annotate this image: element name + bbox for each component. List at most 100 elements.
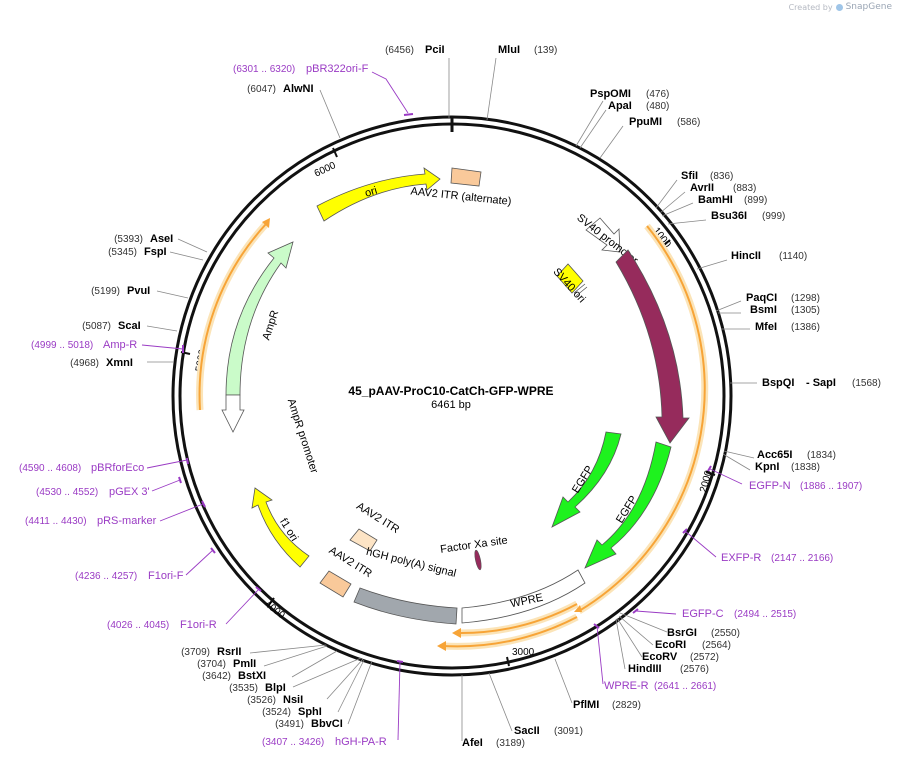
primer-prs-marker[interactable]: (4411 .. 4430) pRS-marker bbox=[25, 515, 157, 527]
site-xmni[interactable]: (4968)XmnI bbox=[70, 357, 133, 369]
site-name: PmlI bbox=[233, 658, 256, 670]
site-sacii[interactable]: SacII(3091) bbox=[514, 725, 583, 737]
primer-f1ori-f[interactable]: (4236 .. 4257)F1ori-F bbox=[75, 570, 184, 582]
primer-f1ori-r[interactable]: (4026 .. 4045)F1ori-R bbox=[107, 619, 217, 631]
site-pos: (2572) bbox=[690, 652, 719, 663]
site-pos: (2550) bbox=[711, 628, 740, 639]
site-pcii[interactable]: (6456)PciI bbox=[385, 44, 444, 56]
site-pos: (5393) bbox=[114, 234, 143, 245]
snapgene-credit: Created by SnapGene bbox=[789, 2, 892, 12]
primer-range: (2641 .. 2661) bbox=[654, 681, 716, 692]
primer-name: pGEX 3' bbox=[109, 486, 150, 498]
site-name: FspI bbox=[144, 246, 167, 258]
primer-range: (4411 .. 4430) bbox=[25, 516, 87, 527]
site-hindiii[interactable]: HindIII(2576) bbox=[628, 663, 709, 675]
primer-pgex-3[interactable]: (4530 .. 4552)pGEX 3' bbox=[36, 486, 150, 498]
site-name: Bsu36I bbox=[711, 210, 747, 222]
site-name: PaqCI bbox=[746, 292, 777, 304]
site-pos: (1834) bbox=[807, 450, 836, 461]
site-pos: (1140) bbox=[779, 251, 807, 262]
primer-amp-r[interactable]: (4999 .. 5018)Amp-R bbox=[31, 339, 137, 351]
site-name: BbvCI bbox=[311, 718, 343, 730]
feature-aav2-itr-inner: AAV2 ITR bbox=[349, 500, 401, 552]
site-name: EcoRI bbox=[655, 639, 686, 651]
site-name: BlpI bbox=[265, 682, 286, 694]
site-fspi[interactable]: (5345) FspI bbox=[108, 246, 167, 258]
site-sfii[interactable]: SfiI(836) bbox=[681, 170, 733, 182]
site-pos: (3189) bbox=[496, 738, 525, 749]
site-bspqi[interactable]: BspQI- SapI(1568) bbox=[762, 377, 881, 389]
site-bsrgi[interactable]: BsrGI(2550) bbox=[667, 627, 740, 639]
site-pos: (3524) bbox=[262, 707, 291, 718]
orf-right bbox=[574, 223, 709, 614]
site-name: NsiI bbox=[283, 694, 303, 706]
feature-factor-xa-site: Factor Xa site bbox=[440, 534, 508, 571]
tick-label: 3000 bbox=[512, 647, 535, 658]
site-acc65i[interactable]: Acc65I(1834) bbox=[757, 449, 836, 461]
site-bamhi[interactable]: BamHI(899) bbox=[698, 194, 767, 206]
site-rsrii[interactable]: (3709)RsrII bbox=[181, 646, 241, 658]
site-pos: (5345) bbox=[108, 247, 137, 258]
site-sphi[interactable]: (3524)SphI bbox=[262, 706, 322, 718]
primer-name: F1ori-R bbox=[180, 619, 217, 631]
site-name: MluI bbox=[498, 44, 520, 56]
feature-ampr-promoter: AmpR promoter bbox=[221, 394, 320, 475]
site-pmli[interactable]: (3704)PmlI bbox=[197, 658, 256, 670]
site-name: ApaI bbox=[608, 100, 632, 112]
primer-wpre-r[interactable]: WPRE-R (2641 .. 2661) bbox=[604, 680, 716, 692]
site-bsmi[interactable]: BsmI(1305) bbox=[750, 304, 820, 316]
primer-name: WPRE-R bbox=[604, 680, 649, 692]
site-ecori[interactable]: EcoRI(2564) bbox=[655, 639, 731, 651]
site-ecorv[interactable]: EcoRV (2572) bbox=[642, 651, 719, 663]
site-pos: (3642) bbox=[202, 671, 231, 682]
tick-label: 2000 bbox=[698, 469, 714, 494]
site-mlui[interactable]: MluI(139) bbox=[498, 44, 557, 56]
site-asei[interactable]: (5393) AseI bbox=[114, 233, 173, 245]
site-hincii[interactable]: HincII(1140) bbox=[731, 250, 807, 262]
site-kpni[interactable]: KpnI(1838) bbox=[755, 461, 820, 473]
site-avrii[interactable]: AvrII(883) bbox=[690, 182, 756, 194]
site-pflmi[interactable]: PflMI(2829) bbox=[573, 699, 641, 711]
site-pos: (5087) bbox=[82, 321, 111, 332]
primer-exfp-r[interactable]: EXFP-R(2147 .. 2166) bbox=[721, 552, 833, 564]
site-ppumi[interactable]: PpuMI(586) bbox=[629, 116, 700, 128]
primer-name: Amp-R bbox=[103, 339, 137, 351]
site-bstxi[interactable]: (3642)BstXI bbox=[202, 670, 266, 682]
site-name: RsrII bbox=[217, 646, 241, 658]
site-bsu36i[interactable]: Bsu36I (999) bbox=[711, 210, 785, 222]
primer-range: (1886 .. 1907) bbox=[800, 481, 862, 492]
site-scai[interactable]: (5087)ScaI bbox=[82, 320, 141, 332]
site-name: PpuMI bbox=[629, 116, 662, 128]
feature-ori: ori bbox=[316, 167, 441, 222]
primer-egfp-c[interactable]: EGFP-C(2494 .. 2515) bbox=[682, 608, 796, 620]
site-apai[interactable]: ApaI(480) bbox=[608, 100, 669, 112]
site-mfei[interactable]: MfeI(1386) bbox=[755, 321, 820, 333]
site-pos: (2576) bbox=[680, 664, 709, 675]
site-name: BspQI bbox=[762, 377, 794, 389]
tick-label: 6000 bbox=[313, 160, 338, 180]
site-afei[interactable]: AfeI (3189) bbox=[462, 737, 525, 749]
primer-pbrforeco[interactable]: (4590 .. 4608)pBRforEco bbox=[19, 462, 144, 474]
site-pos: (4968) bbox=[70, 358, 99, 369]
site-pvui[interactable]: (5199)PvuI bbox=[91, 285, 150, 297]
tick-2000: 2000 bbox=[698, 469, 716, 494]
site-pos: (999) bbox=[762, 211, 785, 222]
site-blpi[interactable]: (3535)BlpI bbox=[229, 682, 286, 694]
site-pspomi[interactable]: PspOMI(476) bbox=[590, 88, 669, 100]
site-name: AseI bbox=[150, 233, 173, 245]
site-pos: (3091) bbox=[554, 726, 583, 737]
primer-egfp-n[interactable]: EGFP-N(1886 .. 1907) bbox=[749, 480, 862, 492]
plasmid-name: 45_pAAV-ProC10-CatCh-GFP-WPRE bbox=[348, 384, 553, 398]
site-alwni[interactable]: (6047)AlwNI bbox=[247, 83, 313, 95]
site-paqci[interactable]: PaqCI(1298) bbox=[746, 292, 820, 304]
primer-name: pRS-marker bbox=[97, 515, 157, 527]
primer-name: F1ori-F bbox=[148, 570, 184, 582]
site-nsii[interactable]: (3526)NsiI bbox=[247, 694, 303, 706]
site-bbvci[interactable]: (3491)BbvCI bbox=[275, 718, 343, 730]
primer-pbr322ori-f[interactable]: (6301 .. 6320)pBR322ori-F bbox=[233, 63, 369, 75]
feature-hgh-polya: hGH poly(A) signal bbox=[353, 546, 458, 625]
site-name: AfeI bbox=[462, 737, 483, 749]
primer-hgh-pa-r[interactable]: (3407 .. 3426)hGH-PA-R bbox=[262, 736, 387, 748]
site-name: EcoRV bbox=[642, 651, 678, 663]
site-name: BamHI bbox=[698, 194, 733, 206]
